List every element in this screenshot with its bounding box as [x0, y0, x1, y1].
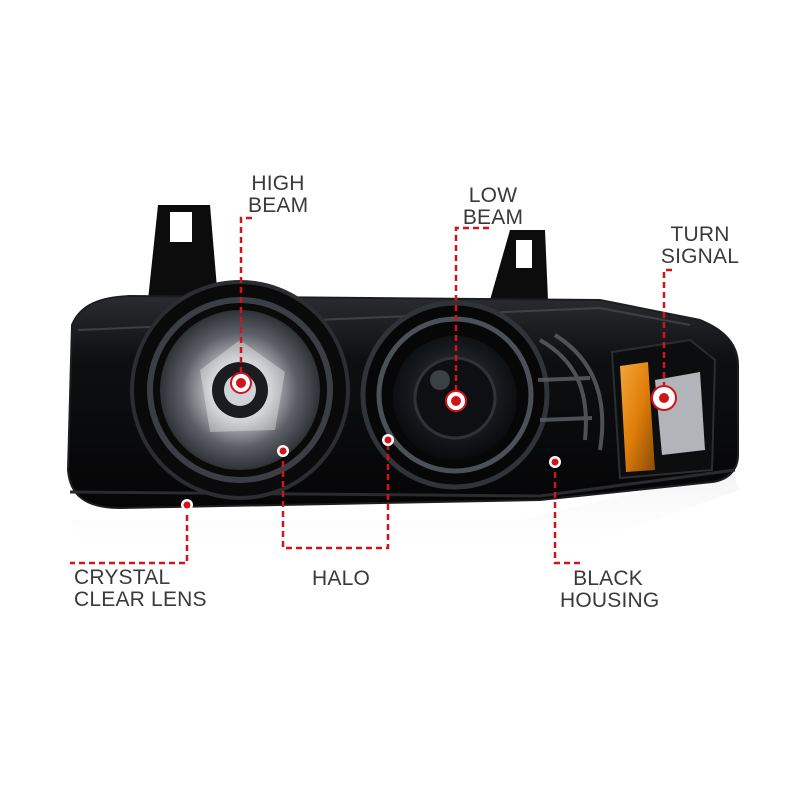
callout-crystal-line2: CLEAR LENS	[74, 588, 207, 611]
callout-black-housing: BLACK HOUSING	[560, 567, 660, 612]
floor-reflection	[70, 470, 740, 560]
callout-halo-line1: HALO	[312, 567, 370, 590]
marker-halo-right	[382, 434, 394, 446]
callout-high-beam-line2: BEAM	[248, 194, 309, 217]
callout-turn-signal: TURN SIGNAL	[660, 224, 740, 268]
callout-crystal-clear-lens: CRYSTAL CLEAR LENS	[74, 567, 207, 611]
callout-low-beam-line1: LOW	[468, 184, 518, 207]
housing-grille	[537, 333, 605, 451]
callout-halo: HALO	[312, 568, 370, 590]
mounting-tab-right	[490, 230, 548, 300]
mounting-tab-left	[148, 205, 218, 300]
callout-high-beam-line1: HIGH	[251, 172, 305, 195]
callout-black-housing-line1: BLACK	[573, 567, 643, 590]
callout-lines	[70, 216, 672, 565]
callout-crystal-line1: CRYSTAL	[74, 566, 171, 589]
marker-high-beam	[230, 372, 252, 394]
callout-markers	[181, 372, 677, 511]
callout-low-beam-line2: BEAM	[462, 206, 524, 229]
callout-black-housing-line2: HOUSING	[560, 589, 660, 612]
marker-low-beam	[445, 390, 467, 412]
marker-crystal-lens	[181, 499, 193, 511]
marker-halo-left	[277, 445, 289, 457]
marker-turn-signal	[651, 385, 677, 411]
marker-black-housing	[549, 456, 561, 468]
callout-turn-signal-line1: TURN	[670, 223, 730, 246]
callout-turn-signal-line2: SIGNAL	[660, 245, 740, 268]
callout-high-beam: HIGH BEAM	[248, 173, 308, 217]
callout-low-beam: LOW BEAM	[458, 185, 528, 229]
